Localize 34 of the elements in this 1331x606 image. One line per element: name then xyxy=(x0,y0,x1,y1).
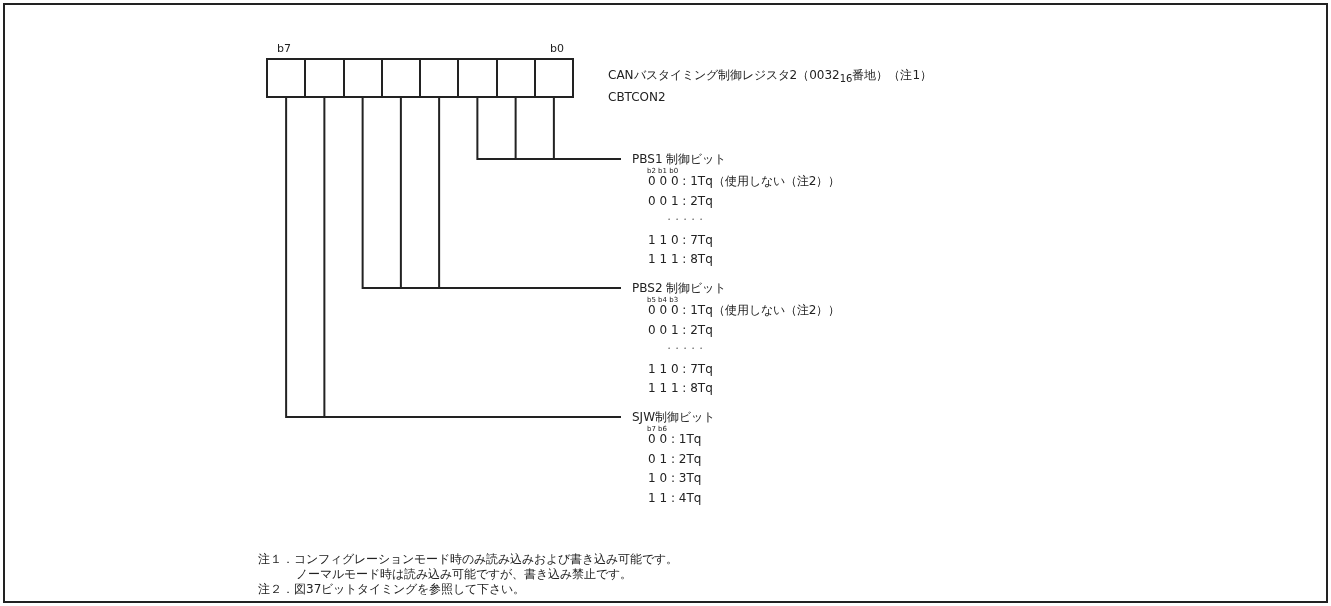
bit-value-text: 0 0 0 : 1Tq（使用しない（注2）） xyxy=(648,174,841,188)
bit-value-text: 0 1 : 2Tq xyxy=(648,451,702,466)
bit-value-text: 0 0 0 : 1Tq（使用しない（注2）） xyxy=(648,303,841,317)
bit-value-text: 1 1 1 : 8Tq xyxy=(648,381,713,395)
field-heading: PBS2 制御ビット xyxy=(621,281,727,295)
field-heading: PBS1 制御ビット xyxy=(621,152,727,166)
ellipsis-dots: ・・・・・ xyxy=(665,343,705,355)
ellipsis-dots: ・・・・・ xyxy=(665,214,705,226)
bit-value-text: 1 1 : 4Tq xyxy=(648,490,702,505)
note-text: ノーマルモード時は読み込み可能ですが、書き込み禁止です。 xyxy=(296,567,632,581)
register-bit-cell xyxy=(380,58,421,98)
note-text: 注２．図37ビットタイミングを参照して下さい。 xyxy=(258,582,526,596)
register-symbol: CBTCON2 xyxy=(608,90,666,104)
register-bit-cell xyxy=(419,58,460,98)
field-heading: SJW制御ビット xyxy=(621,410,716,424)
note-text: 注１．コンフィグレーションモード時のみ読み込みおよび書き込み可能です。 xyxy=(258,552,678,566)
bit-label: b7 xyxy=(277,42,291,55)
bit-value-text: 0 0 1 : 2Tq xyxy=(648,193,713,208)
bit-value-text: 1 0 : 3Tq xyxy=(648,471,702,485)
bit-value-text: 0 0 : 1Tq xyxy=(648,432,702,446)
register-bit-cell xyxy=(266,58,307,98)
bit-value-text: 1 1 0 : 7Tq xyxy=(648,361,713,376)
connector-line xyxy=(552,97,622,160)
bit-value-text: 1 1 1 : 8Tq xyxy=(648,252,713,266)
connector-line xyxy=(438,97,622,289)
register-bit-cell xyxy=(457,58,498,98)
register-bit-cell xyxy=(533,58,574,98)
register-bit-cell xyxy=(495,58,536,98)
bit-value-text: 1 1 0 : 7Tq xyxy=(648,232,713,247)
register-bit-cell xyxy=(342,58,383,98)
bit-value-text: 0 0 1 : 2Tq xyxy=(648,322,713,337)
bit-label: b0 xyxy=(550,42,564,55)
register-title: CANバスタイミング制御レジスタ2（0032$_{16}$番地）（注1） xyxy=(608,68,933,87)
register-bit-cell xyxy=(304,58,345,98)
